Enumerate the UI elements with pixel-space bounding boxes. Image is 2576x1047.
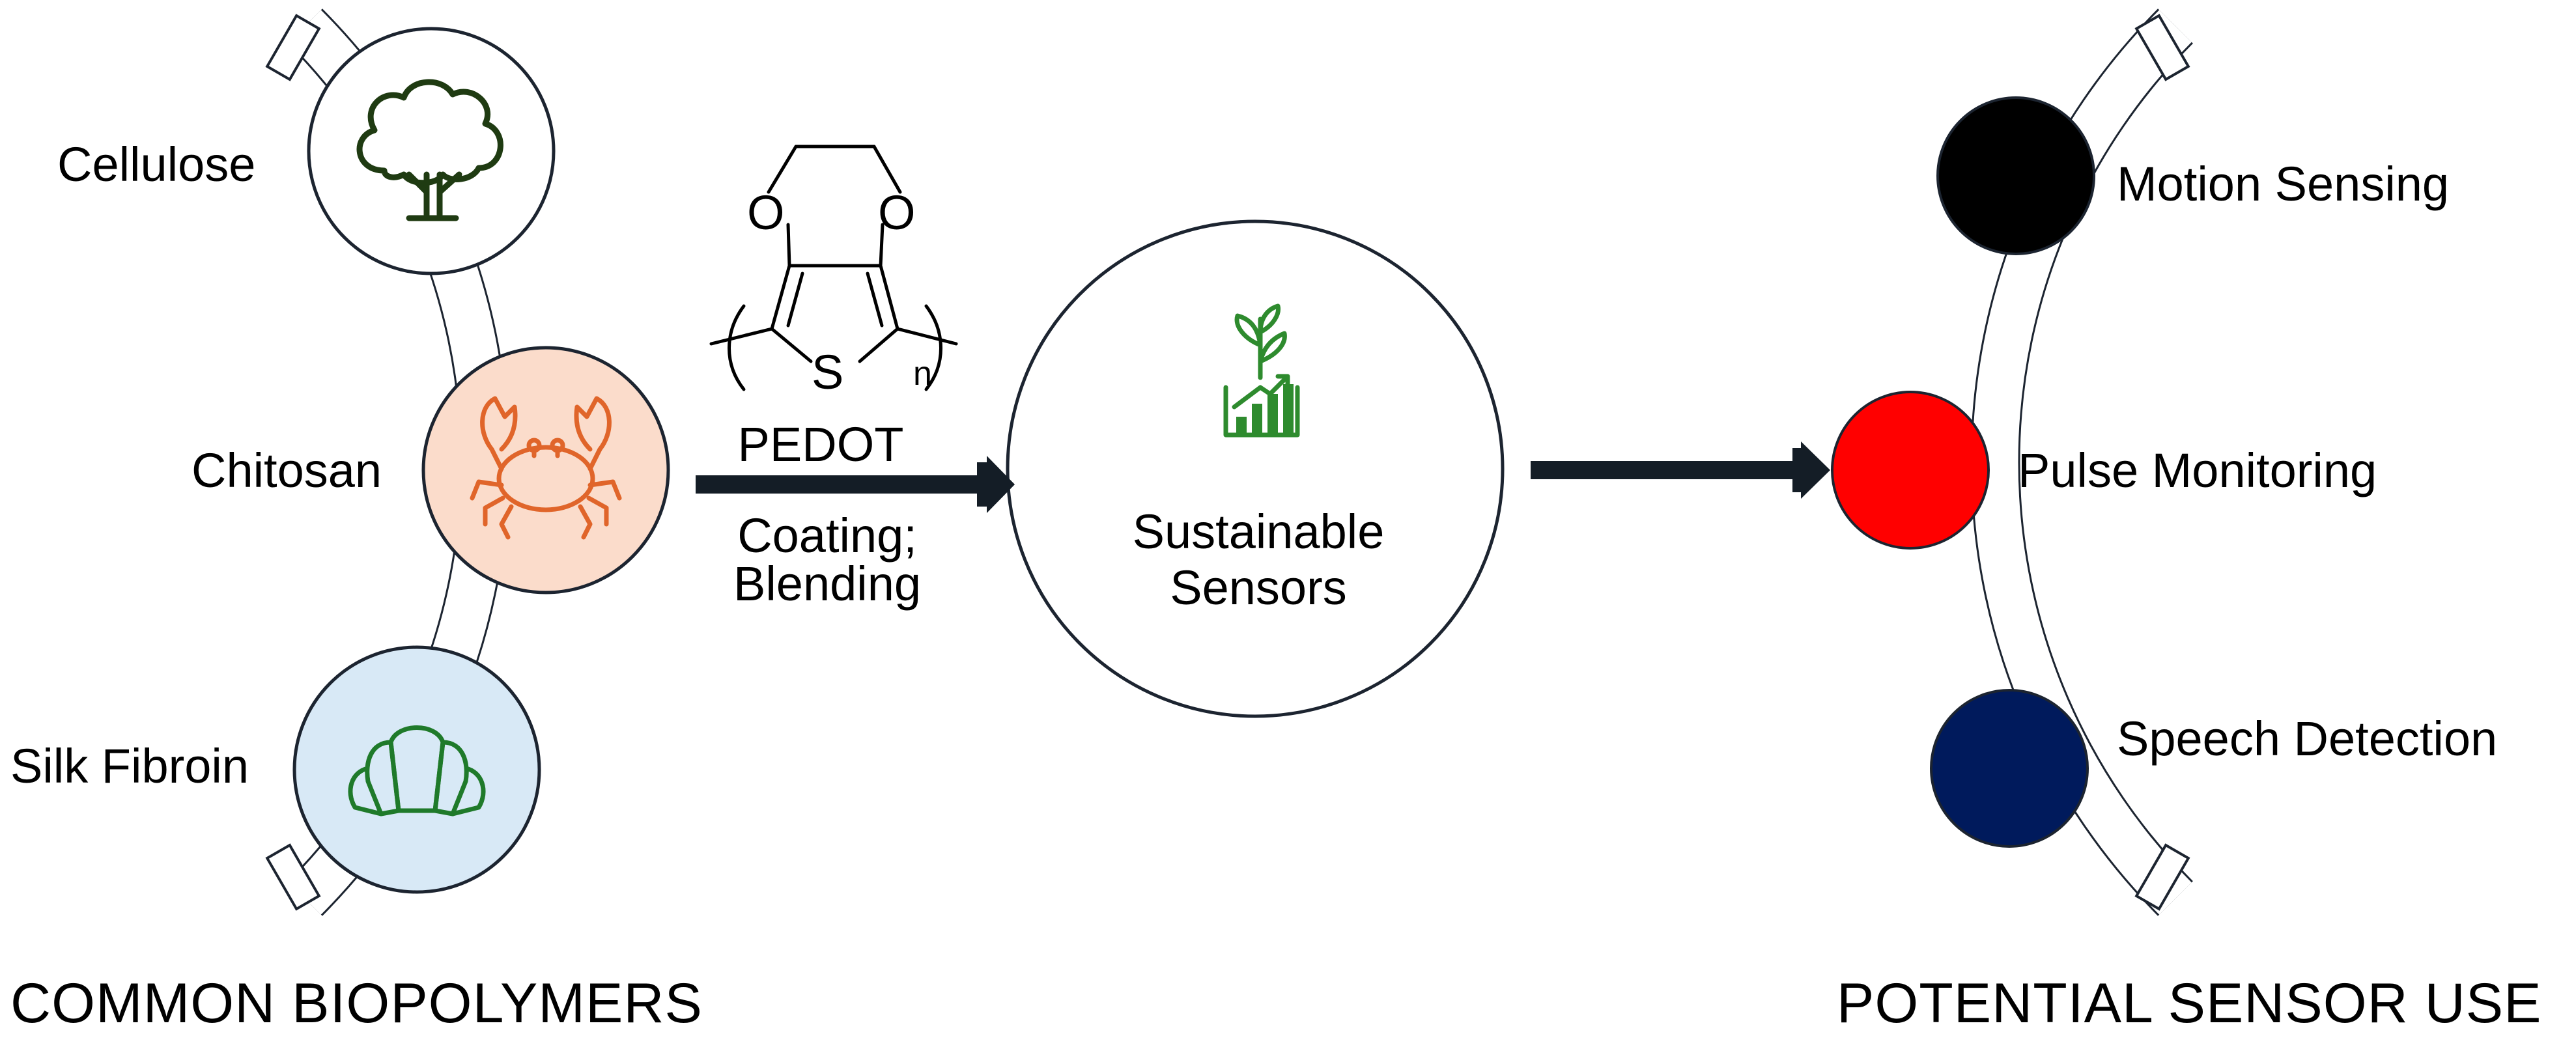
method-line2: Blending [733, 557, 922, 611]
node-pulse-monitoring [1831, 391, 1990, 550]
label-pulse-monitoring: Pulse Monitoring [2018, 443, 2377, 497]
label-chitosan: Chitosan [191, 443, 382, 497]
node-speech-detection [1930, 689, 2089, 848]
label-cellulose: Cellulose [57, 137, 256, 191]
crab-icon [470, 396, 622, 540]
label-silk-fibroin: Silk Fibroin [10, 739, 249, 793]
tree-icon [356, 79, 503, 221]
pedot-structure [709, 145, 958, 391]
right-band-end-bottom [2134, 843, 2190, 911]
arrow-to-sensors [696, 456, 1015, 513]
label-motion-sensing: Motion Sensing [2117, 157, 2450, 211]
left-section-title: COMMON BIOPOLYMERS [10, 972, 703, 1035]
center-label-line1: Sustainable [1132, 505, 1385, 559]
atom-O-right: O [878, 186, 916, 240]
sustainable-sensors-circle [1006, 219, 1505, 718]
plant-growth-chart-icon [1223, 303, 1300, 438]
right-band-end-top [2134, 14, 2190, 81]
atom-O-left: O [747, 186, 785, 240]
pedot-label: PEDOT [737, 417, 904, 471]
center-label-line2: Sensors [1170, 561, 1347, 615]
atom-S: S [812, 345, 844, 399]
right-section-title: POTENTIAL SENSOR USE [1837, 972, 2542, 1035]
node-chitosan [421, 346, 670, 594]
label-speech-detection: Speech Detection [2117, 712, 2498, 766]
node-cellulose [307, 27, 556, 275]
node-motion-sensing [1936, 96, 2095, 255]
subscript-n: n [913, 355, 932, 393]
left-band-end-bottom [265, 843, 321, 911]
silk-cocoon-icon [348, 725, 486, 817]
arrow-to-applications [1531, 441, 1830, 499]
method-line1: Coating; [737, 509, 917, 563]
node-silk-fibroin [292, 645, 541, 894]
left-band-end-top [265, 14, 321, 81]
